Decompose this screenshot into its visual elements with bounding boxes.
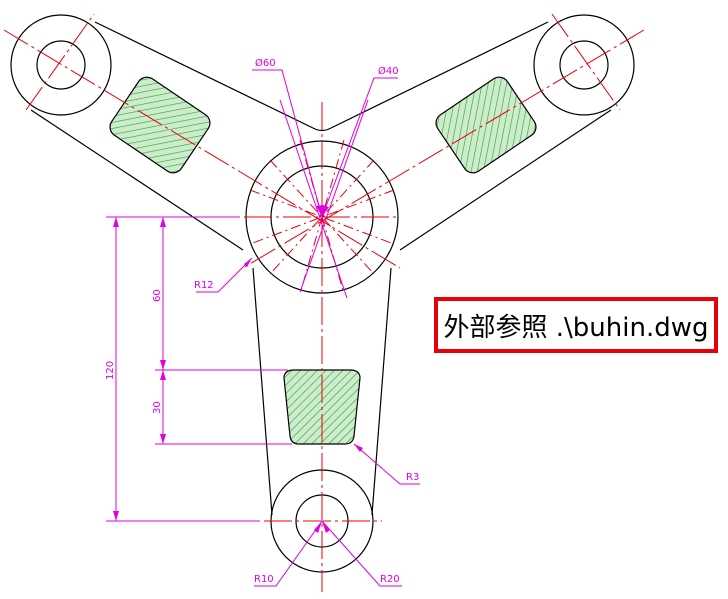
bottom-arm-left-edge: [252, 267, 273, 516]
label-r10: R10: [254, 574, 274, 585]
leader-r20: [321, 520, 402, 587]
right-boss-outer: [533, 14, 635, 116]
left-boss-outer: [10, 14, 112, 116]
hatched-slots: [109, 76, 537, 445]
label-dia40: Ø40: [378, 65, 399, 77]
xref-callout-box: 外部参照 .\buhin.dwg: [434, 297, 718, 353]
right-boss-cross-1: [551, 13, 621, 111]
xref-callout-text: 外部参照 .\buhin.dwg: [443, 312, 709, 343]
left-arm-bottom-edge: [30, 109, 244, 251]
leader-r12: [196, 257, 253, 293]
dimension-arrows: [113, 205, 363, 533]
right-boss-hole: [559, 40, 609, 90]
bottom-arm-right-edge: [371, 267, 392, 516]
label-60: 60: [152, 289, 163, 302]
center-lines: [3, 13, 645, 592]
leader-r10: [254, 520, 323, 587]
leader-dia60: [252, 69, 323, 218]
left-arm-top-edge: [94, 21, 314, 129]
leader-dia40: [321, 77, 398, 218]
label-r20: R20: [380, 574, 400, 585]
right-arm-top-edge: [330, 21, 549, 129]
label-30: 30: [152, 401, 163, 414]
part-outline: [10, 14, 635, 573]
left-arm-centerline: [3, 29, 401, 269]
label-r3: R3: [406, 472, 419, 483]
label-dia60: Ø60: [255, 57, 276, 69]
left-fillet: [312, 127, 332, 132]
label-120: 120: [105, 361, 116, 380]
right-arm-bottom-edge: [399, 109, 612, 251]
right-slot: [435, 76, 537, 174]
dimension-labels: Ø60 Ø40 R12 R3 R10 R20 120 60 30: [105, 57, 419, 585]
left-slot: [109, 76, 211, 174]
dimensions: [106, 69, 420, 587]
label-r12: R12: [194, 280, 214, 291]
left-boss-hole: [36, 40, 86, 90]
leader-r3: [353, 443, 420, 485]
left-boss-cross-1: [25, 13, 95, 111]
